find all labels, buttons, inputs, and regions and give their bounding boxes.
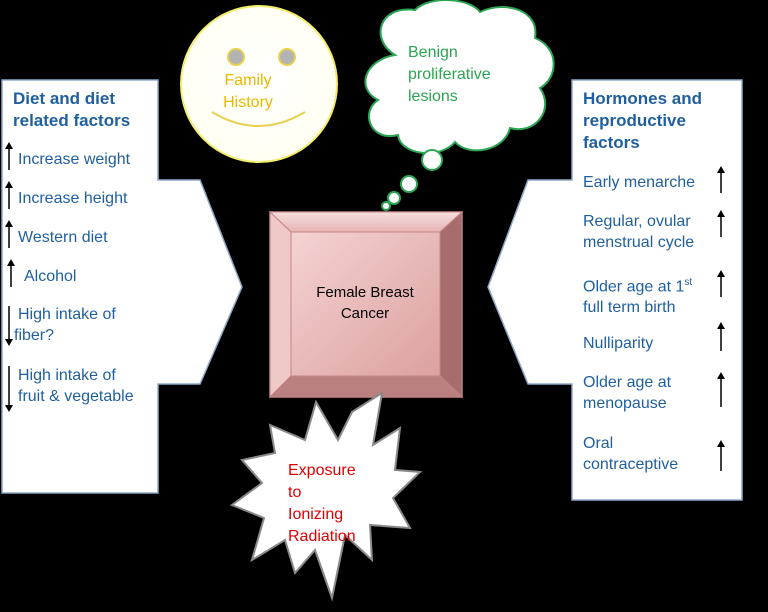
arrow-up-icon [717, 210, 725, 237]
left-heading-line1: Diet and diet [13, 89, 116, 108]
center-bevel-box [268, 210, 464, 399]
center-label-line2: Cancer [340, 305, 390, 322]
right-heading-line2: reproductive [583, 111, 686, 130]
family-history-line1: Family [224, 72, 272, 89]
left-item-6-line1: High intake of [18, 367, 116, 384]
left-item-4-label: Alcohol [24, 268, 77, 285]
right-item-5: Older age at menopause [583, 372, 671, 414]
arrow-up-icon [7, 259, 15, 287]
center-label-line1: Female Breast [316, 284, 414, 301]
arrow-up-icon [5, 220, 13, 248]
right-arrow-box [487, 79, 743, 501]
right-item-4-label: Nulliparity [583, 335, 654, 352]
right-item-3-line1-text: Older age at 1 [583, 278, 685, 296]
right-item-6-line2: contraceptive [583, 456, 679, 473]
radiation-line3: Ionizing [288, 506, 344, 523]
left-arrow-box [1, 79, 243, 494]
right-heading-line1: Hormones and [583, 89, 703, 108]
arrow-up-icon [717, 322, 725, 351]
left-item-2: Increase height [18, 188, 127, 209]
left-item-2-label: Increase height [18, 190, 128, 207]
left-item-3: Western diet [18, 227, 108, 248]
left-item-4: Alcohol [24, 266, 76, 287]
explosion-star-icon [229, 390, 423, 602]
left-item-6-line2: fruit & vegetable [18, 388, 134, 405]
right-item-1-label: Early menarche [583, 174, 696, 191]
left-heading-line2: related factors [13, 111, 131, 130]
left-item-1-label: Increase weight [18, 151, 131, 168]
thought-cloud-icon [364, 0, 555, 211]
radiation-line1: Exposure [288, 462, 356, 479]
right-item-5-line2: menopause [583, 395, 667, 412]
right-item-5-line1: Older age at [583, 374, 672, 391]
arrow-up-icon [717, 166, 725, 193]
arrow-down-icon [5, 306, 13, 346]
left-item-6: High intake of fruit & vegetable [18, 365, 134, 407]
arrow-up-icon [717, 372, 725, 407]
arrow-up-icon [5, 142, 13, 170]
right-item-4: Nulliparity [583, 333, 653, 354]
left-heading: Diet and diet related factors [13, 88, 130, 132]
left-item-5: High intake of fiber? [14, 304, 116, 346]
right-item-1: Early menarche [583, 172, 695, 193]
right-item-2-line2: menstrual cycle [583, 234, 695, 251]
family-history-line2: History [223, 94, 273, 111]
left-item-5-line1: High intake of [18, 306, 116, 323]
right-heading-line3: factors [583, 133, 640, 152]
left-item-5-line2: fiber? [14, 327, 55, 344]
benign-line1: Benign [408, 44, 458, 61]
radiation-label: Exposure to Ionizing Radiation [288, 460, 378, 548]
right-item-3-line1: Older age at 1st [583, 272, 692, 297]
right-item-2: Regular, ovular menstrual cycle [583, 211, 694, 253]
radiation-line2: to [288, 484, 302, 501]
arrow-down-icon [5, 366, 13, 412]
right-item-3-superscript: st [684, 277, 693, 288]
arrow-up-icon [717, 270, 725, 297]
right-item-6: Oral contraceptive [583, 433, 678, 475]
smiley-face-icon [180, 5, 338, 163]
left-item-1: Increase weight [18, 149, 130, 170]
radiation-line4: Radiation [288, 528, 356, 545]
arrow-up-icon [717, 440, 725, 471]
right-item-2-line1: Regular, ovular [583, 213, 691, 230]
center-label: Female Breast Cancer [292, 282, 438, 324]
arrow-up-icon [5, 181, 13, 209]
right-item-3-line2: full term birth [583, 299, 676, 317]
right-heading: Hormones and reproductive factors [583, 88, 702, 154]
benign-line3: lesions [408, 88, 458, 105]
benign-lesions-label: Benign proliferative lesions [408, 42, 518, 108]
family-history-label: Family History [212, 70, 284, 114]
right-item-6-line1: Oral [583, 435, 614, 452]
benign-line2: proliferative [408, 66, 491, 83]
left-item-3-label: Western diet [18, 229, 108, 246]
right-item-3: Older age at 1st full term birth [583, 272, 692, 318]
